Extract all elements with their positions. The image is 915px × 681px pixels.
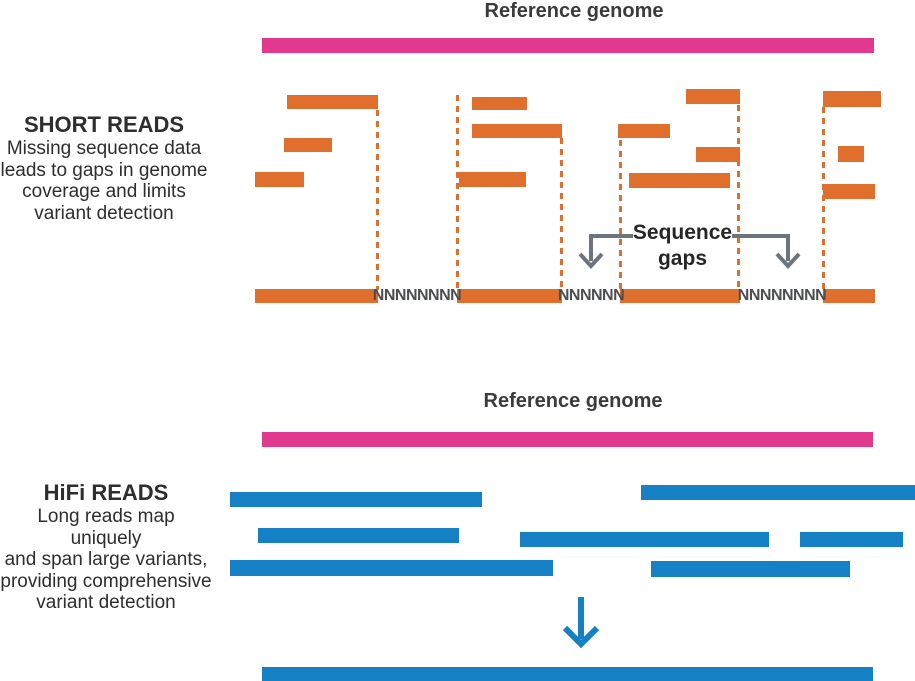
gap-arrow-head-icon bbox=[578, 252, 604, 269]
short-read-bar bbox=[838, 146, 864, 162]
hifi-read-bar bbox=[651, 561, 850, 577]
hifi-read-bar bbox=[230, 560, 553, 576]
description-line: leads to gaps in genome bbox=[0, 159, 208, 181]
short-read-bar bbox=[459, 172, 526, 187]
gap-dashed-line bbox=[737, 105, 740, 290]
hifi-read-bar bbox=[520, 532, 769, 547]
gap-arrow-line bbox=[589, 234, 633, 261]
hifi-read-bar bbox=[258, 528, 459, 543]
gap-arrow-line bbox=[732, 234, 790, 261]
gap-dashed-line bbox=[560, 138, 563, 290]
short-read-bar bbox=[284, 138, 332, 152]
gap-dashed-line bbox=[822, 107, 825, 290]
short-read-bar bbox=[823, 91, 881, 107]
description-line: variant detection bbox=[36, 592, 176, 613]
short-read-bar bbox=[629, 173, 730, 188]
short-read-bar bbox=[823, 184, 875, 199]
description-line: Missing sequence data bbox=[6, 138, 202, 159]
hifi-assembled-bar bbox=[262, 667, 873, 681]
description-line: Long reads map uniquely bbox=[37, 506, 175, 549]
gap-dashed-line bbox=[456, 95, 459, 290]
short-reads-heading: SHORT READS bbox=[23, 112, 185, 137]
gap-arrow-head-icon bbox=[775, 252, 801, 269]
sequence-gaps-label-line1: Sequence bbox=[632, 221, 733, 244]
hifi-read-bar bbox=[800, 532, 903, 547]
short-read-bar bbox=[472, 97, 527, 110]
reference-genome-title-top: Reference genome bbox=[484, 0, 664, 22]
assembled-contig-segment bbox=[823, 289, 875, 303]
hifi-reads-heading: HiFi READS bbox=[43, 480, 169, 505]
reference-genome-bar-bottom bbox=[262, 432, 873, 447]
reference-genome-title-bottom: Reference genome bbox=[483, 390, 663, 412]
short-read-bar bbox=[696, 147, 740, 162]
description-line: coverage and limits bbox=[22, 181, 186, 202]
sequence-gaps-label-line2: gaps bbox=[657, 247, 707, 270]
short-read-bar bbox=[472, 124, 562, 138]
assembled-contig-segment bbox=[457, 289, 562, 303]
gap-dashed-line bbox=[619, 140, 622, 290]
gap-n-label: NNNNNNNN bbox=[372, 287, 462, 304]
assembled-contig-segment bbox=[620, 289, 740, 303]
hifi-read-bar bbox=[641, 485, 915, 500]
hifi-read-bar bbox=[230, 492, 482, 507]
assembled-contig-segment bbox=[255, 289, 378, 303]
gap-n-label: NNNNNNNN bbox=[737, 287, 827, 304]
description-line: variant detection bbox=[34, 202, 174, 224]
short-read-bar bbox=[618, 124, 670, 138]
short-read-bar bbox=[287, 95, 378, 109]
reference-genome-bar-top bbox=[262, 38, 874, 53]
description-line: and span large variants, bbox=[4, 549, 208, 570]
description-line: providing comprehensive bbox=[0, 570, 212, 592]
assembly-arrow-head-icon bbox=[562, 625, 600, 649]
short-read-bar bbox=[255, 172, 304, 187]
short-read-bar bbox=[686, 89, 740, 104]
sequence-gaps-callout: Sequence gaps bbox=[633, 220, 732, 272]
gap-dashed-line bbox=[376, 110, 379, 290]
gap-n-label: NNNNNN bbox=[557, 287, 625, 304]
